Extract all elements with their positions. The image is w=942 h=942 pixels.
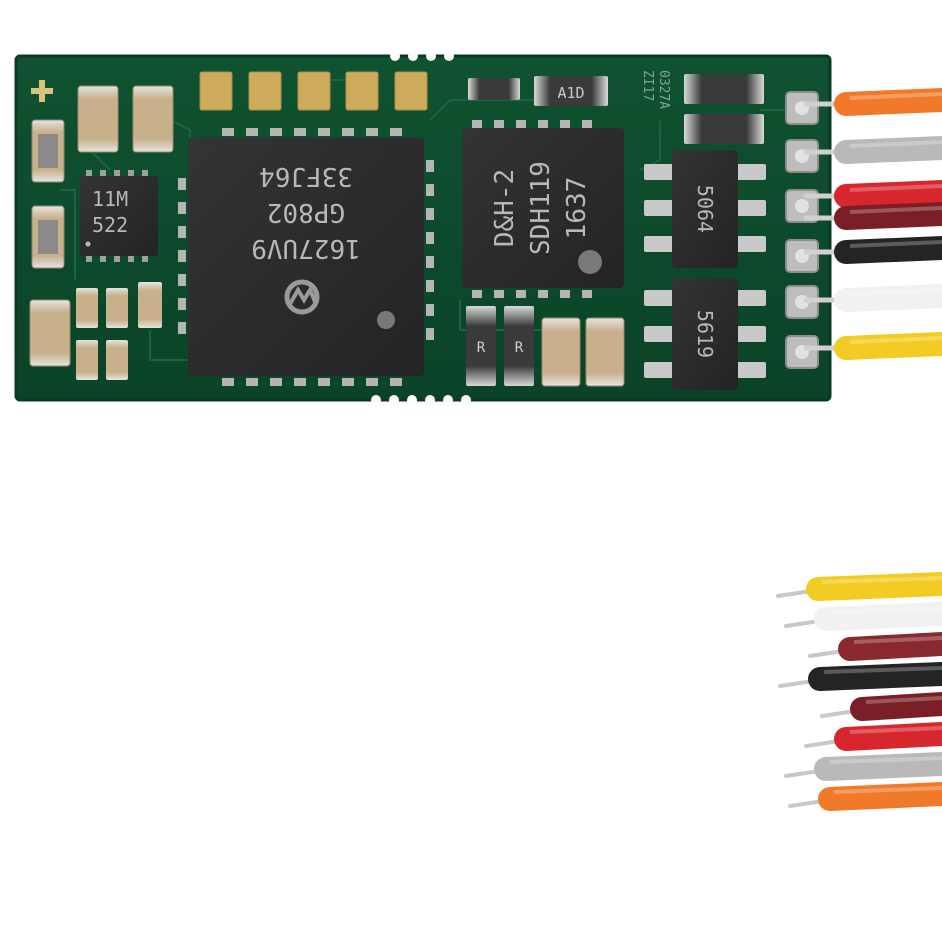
transistor-top-label: 5064 bbox=[693, 185, 717, 233]
wire-highlight bbox=[865, 696, 942, 704]
main-chip-line1: 1627UV9 bbox=[251, 233, 361, 263]
wire-white bbox=[834, 284, 942, 312]
loose-wire-orange bbox=[818, 782, 942, 811]
main-chip-line2: GP802 bbox=[267, 197, 345, 227]
wire-orange bbox=[834, 88, 942, 116]
right-chip-line2: SDH119 bbox=[526, 161, 556, 255]
loose-wire-grey bbox=[814, 752, 942, 781]
transistor-bottom-label: 5619 bbox=[693, 310, 717, 358]
resistor-r1-label: R bbox=[477, 340, 486, 356]
wire-highlight bbox=[829, 756, 942, 764]
board-wires bbox=[785, 88, 942, 369]
transistor-bottom: 5619 bbox=[644, 278, 766, 390]
right-chip-line1: D&H-2 bbox=[490, 169, 520, 247]
main-chip-line3: 33FJ64 bbox=[259, 161, 353, 191]
wire-highlight bbox=[823, 666, 942, 674]
loose-wire-white bbox=[814, 602, 942, 631]
wire-brown bbox=[834, 202, 942, 230]
wire-red bbox=[834, 180, 942, 208]
left-chip-line1: 11M bbox=[92, 187, 128, 211]
wire-yellow bbox=[834, 332, 942, 360]
resistor-r2-label: R bbox=[515, 340, 524, 356]
wire-highlight bbox=[849, 726, 942, 734]
wire-highlight bbox=[849, 184, 942, 192]
capacitors-left bbox=[29, 85, 174, 380]
right-chip-line3: 1637 bbox=[562, 177, 592, 240]
top-resistors: A1D bbox=[468, 76, 608, 106]
wire-grey bbox=[834, 136, 942, 164]
left-chip: 11M 522 bbox=[80, 170, 158, 262]
wire-highlight bbox=[849, 288, 942, 296]
solder-joint bbox=[795, 199, 809, 213]
wire-highlight bbox=[853, 636, 942, 644]
plus-marker bbox=[31, 80, 53, 102]
manufacturer-logo-icon bbox=[284, 279, 320, 315]
wire-highlight bbox=[849, 336, 942, 344]
right-resistors bbox=[684, 74, 764, 144]
loose-wire-yellow bbox=[806, 572, 942, 601]
loose-wire-bundle bbox=[776, 572, 942, 811]
wire-highlight bbox=[833, 786, 942, 794]
loose-wire-red bbox=[834, 722, 942, 751]
main-microcontroller: 1627UV9 GP802 33FJ64 bbox=[178, 128, 434, 386]
bottom-components: R R bbox=[466, 306, 625, 387]
wire-highlight bbox=[849, 140, 942, 148]
loose-wire-black bbox=[808, 662, 942, 691]
wire-highlight bbox=[849, 206, 942, 214]
loose-wire-brown bbox=[838, 632, 942, 661]
top-resistor-label: A1D bbox=[557, 84, 584, 102]
wire-black bbox=[834, 236, 942, 264]
board-marking-1: ZI17 bbox=[640, 70, 655, 101]
wire-highlight bbox=[829, 606, 942, 614]
loose-wire-brown bbox=[850, 692, 942, 721]
wire-highlight bbox=[821, 576, 942, 584]
board-marking-2: 0327A bbox=[656, 70, 671, 109]
right-chip: D&H-2 SDH119 1637 bbox=[462, 120, 624, 298]
left-chip-line2: 522 bbox=[92, 213, 128, 237]
wire-highlight bbox=[849, 92, 942, 100]
transistor-top: 5064 bbox=[644, 150, 766, 268]
gold-pads bbox=[199, 71, 428, 111]
wire-highlight bbox=[849, 240, 942, 248]
pin1-dot bbox=[377, 311, 395, 329]
